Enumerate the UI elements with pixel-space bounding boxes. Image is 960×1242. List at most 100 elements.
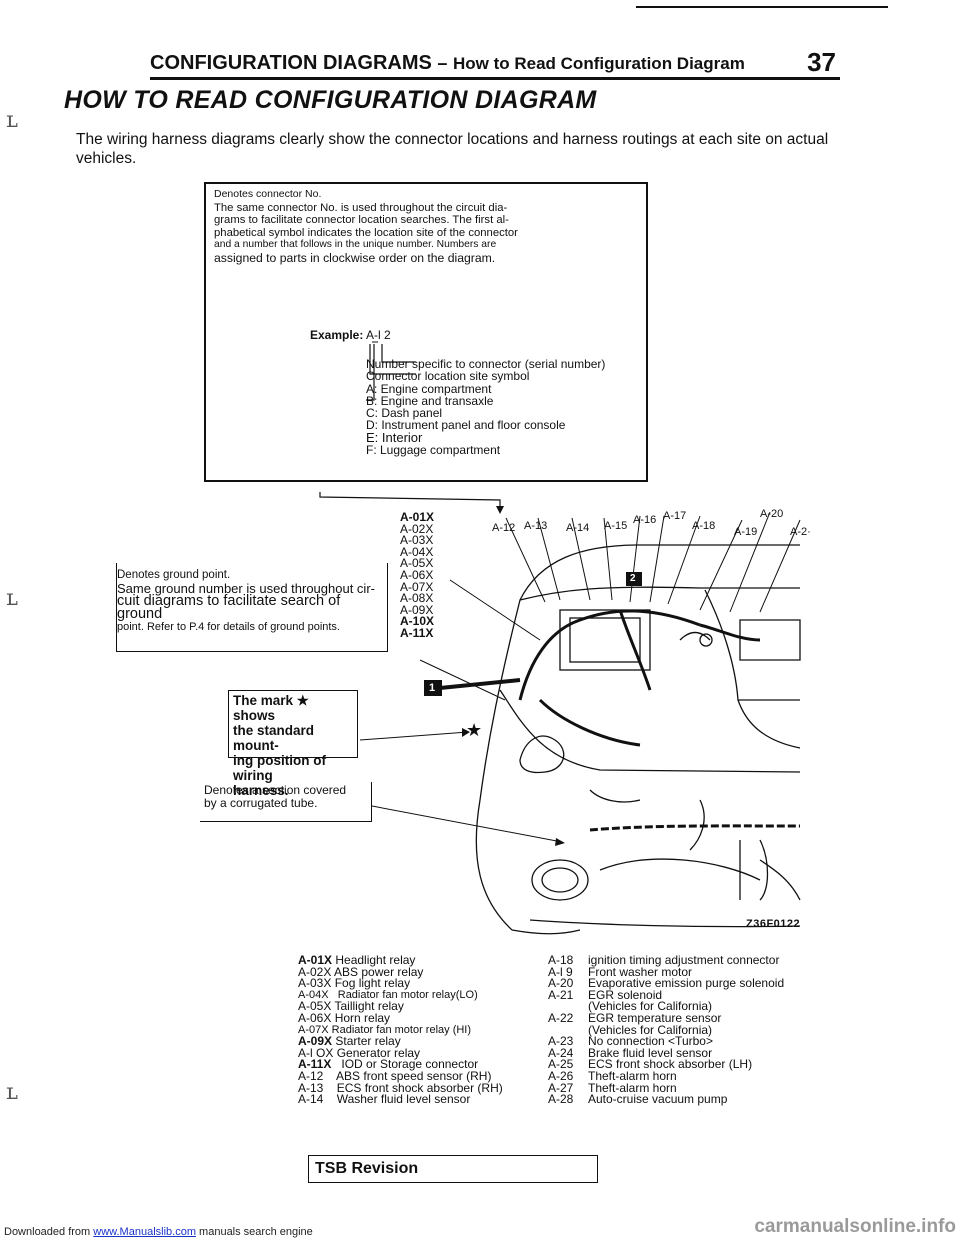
legend-left: A-01X Headlight relay A-02X ABS power re… [298, 953, 503, 1107]
tube-explanation-box: Denotes a section covered by a corrugate… [200, 782, 372, 822]
legend-desc: EGR temperature sensor [588, 1010, 722, 1025]
site-item: D: Instrument panel and floor console [366, 418, 566, 433]
connector-line: grams to facilitate connector location s… [214, 214, 509, 227]
header-section: CONFIGURATION DIAGRAMS [150, 52, 432, 74]
legend-desc: Brake fluid level sensor [588, 1045, 713, 1060]
top-connector-a19: A-19 [734, 526, 758, 538]
connector-label: A-01X [400, 510, 435, 524]
intro-text: The wiring harness diagrams clearly show… [76, 131, 829, 167]
footer: Downloaded from www.Manualslib.com manua… [4, 1226, 313, 1238]
ground-explanation-box: Denotes ground point. Same ground number… [116, 563, 388, 652]
legend-row: A-04X Radiator fan motor relay(LO) [298, 988, 478, 1001]
connector-label: A-08X [400, 591, 434, 606]
tube-line: Denotes a section covered [204, 783, 347, 797]
ground-label-2: 2 [630, 573, 636, 584]
legend-code: A-24 [548, 1045, 574, 1060]
watermark-site: carmanualsonline.info [754, 1216, 956, 1237]
connector-label: A-02X [400, 521, 434, 536]
site-item: B: Engine and transaxle [366, 393, 494, 408]
legend-row: A-13 ECS front shock absorber (RH) [298, 1080, 503, 1095]
ground-heading: Denotes ground point. [117, 569, 231, 581]
legend-row: A-11X IOD or Storage connector [298, 1057, 479, 1072]
tsb-revision-box: TSB Revision [308, 1155, 598, 1183]
connector-label: A-10X [400, 614, 435, 629]
legend-code: A-27 [548, 1080, 574, 1095]
header-rule [150, 77, 840, 80]
top-rule [636, 6, 888, 8]
site-desc: Connector location site symbol [366, 369, 530, 384]
example-value: A-l 2 [366, 328, 391, 342]
star-line: ing position of wiring [233, 753, 326, 783]
figure-code: Z36F0122 [746, 918, 801, 930]
page-title: HOW TO READ CONFIGURATION DIAGRAM [64, 86, 597, 114]
legend-desc: Theft-alarm horn [588, 1068, 677, 1083]
top-connector-a17: A-17 [663, 510, 687, 522]
legend-desc: No connection <Turbo> [588, 1034, 713, 1049]
top-connector-a16: A-16 [633, 514, 657, 526]
example: Example: A-l 2 [310, 328, 391, 342]
legend-desc: EGR solenoid [588, 987, 663, 1002]
manualslib-link[interactable]: www.Manualslib.com [93, 1226, 196, 1238]
legend-desc: Front washer motor [588, 964, 693, 979]
connector-label: A-03X [400, 533, 434, 548]
site-item: E: Interior [366, 429, 423, 445]
header-subsection: How to Read Configuration Diagram [452, 54, 745, 73]
legend-desc: (Vehicles for California) [588, 1022, 713, 1037]
star-explanation-box: The mark ★ shows the standard mount- ing… [228, 690, 358, 798]
site-item: C: Dash panel [366, 406, 443, 421]
connector-label: A-06X [400, 567, 434, 582]
connector-label: A-09X [400, 602, 434, 617]
header-dash: – [437, 53, 448, 73]
top-connector-a14: A-14 [566, 522, 590, 534]
top-connector-a12: A-12 [492, 522, 516, 534]
legend-row: A-09X Starter relay [298, 1034, 401, 1049]
connector-label: A-07X [400, 579, 434, 594]
legend-code: A-18 [548, 953, 574, 967]
legend-code: A-25 [548, 1057, 574, 1072]
legend-row: A-14 Washer fluid level sensor [298, 1092, 471, 1107]
legend-right-descs: ignition timing adjustment connector Fro… [588, 953, 785, 1106]
binding-mark: ʟ [6, 1080, 18, 1105]
legend-desc: (Vehicles for California) [588, 999, 713, 1014]
example-label: Example: [310, 328, 364, 342]
example-bracket-lines [366, 341, 416, 401]
legend-row: A-01X Headlight relay [298, 953, 416, 967]
legend-code: A-l 9 [548, 964, 573, 979]
connector-line: and a number that follows in the unique … [214, 239, 497, 251]
footer-suffix: manuals search engine [199, 1226, 313, 1238]
legend-right-codes: A-18 A-l 9 A-20 A-21 A-22 A-23 A-24 A-25… [548, 953, 574, 1107]
site-item: F: Luggage compartment [366, 443, 501, 458]
ground-marker-2 [626, 572, 642, 586]
legend-code: A-21 [548, 987, 574, 1002]
number-desc: Number specific to connector (serial num… [366, 357, 606, 371]
connector-text: The same connector No. is used throughou… [214, 202, 642, 264]
page-number: 37 [807, 47, 836, 77]
legend-desc: Theft-alarm horn [588, 1080, 677, 1095]
top-connector-a20: A-20 [760, 508, 784, 520]
ground-marker-1 [424, 680, 442, 696]
legend-code: A-23 [548, 1034, 574, 1049]
legend-desc: ignition timing adjustment connector [588, 953, 780, 967]
legend-code: A-28 [548, 1092, 574, 1107]
location-list: Number specific to connector (serial num… [366, 357, 606, 458]
star-line: The mark ★ shows [233, 693, 309, 723]
top-connector-a18: A-18 [692, 520, 716, 532]
legend-row: A-02X ABS power relay [298, 964, 424, 979]
ground-label-1: 1 [429, 682, 436, 694]
legend-code: A-22 [548, 1010, 574, 1025]
legend-row: A-03X Fog light relay [298, 976, 411, 991]
footer-prefix: Downloaded from [4, 1226, 91, 1238]
legend-row: A-12 ABS front speed sensor (RH) [298, 1068, 492, 1083]
site-item: A: Engine compartment [366, 381, 492, 396]
connector-line: assigned to parts in clockwise order on … [214, 250, 496, 265]
left-connector-list: A-01X A-02X A-03X A-04X A-05X A-06X A-07… [400, 510, 435, 640]
top-connector-a15: A-15 [604, 520, 628, 532]
star-marker: ★ [466, 720, 483, 740]
ground-line: cuit diagrams to facilitate search of gr… [117, 593, 341, 622]
connector-heading: Denotes connector No. [214, 188, 322, 200]
legend-desc: Evaporative emission purge solenoid [588, 976, 785, 991]
legend-code: A-26 [548, 1068, 574, 1083]
top-connector-a21: A-2· [790, 526, 811, 538]
ground-line: Same ground number is used throughout ci… [117, 581, 375, 596]
